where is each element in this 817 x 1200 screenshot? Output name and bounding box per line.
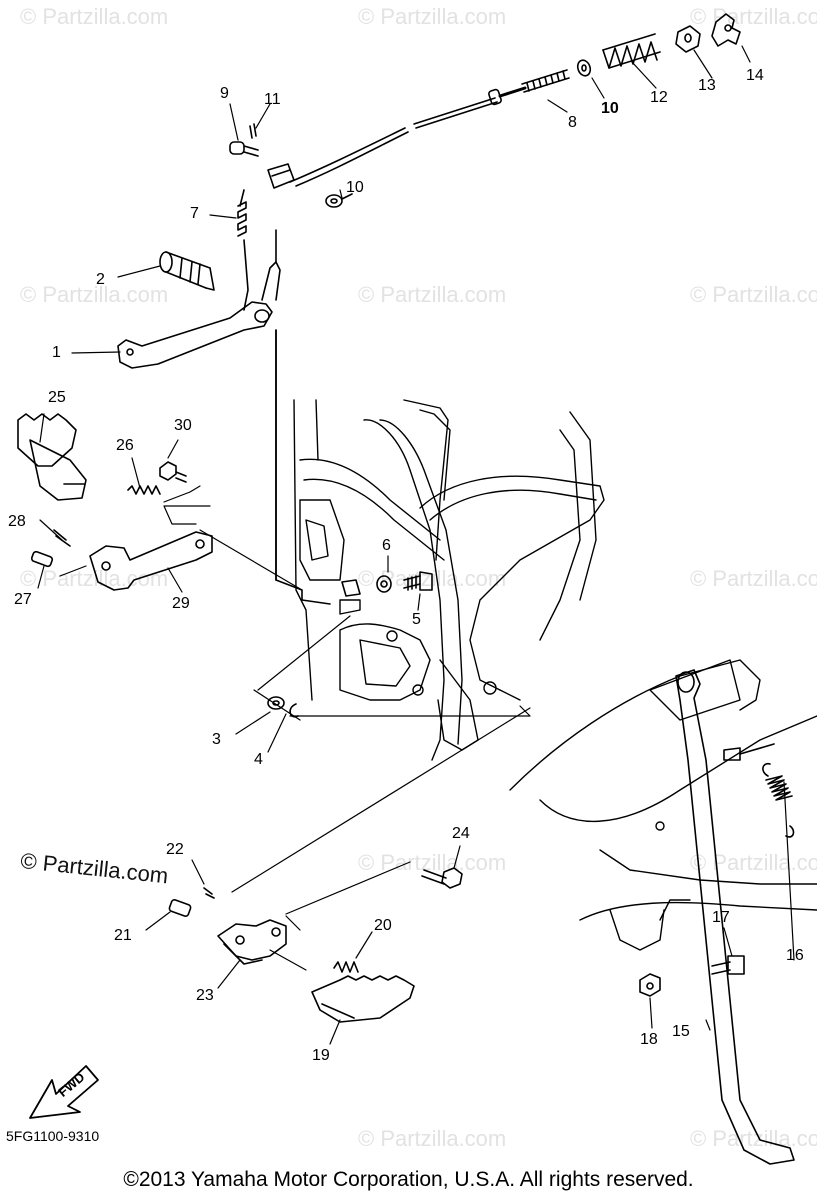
callout-19: 19 [312, 1047, 330, 1064]
callout-10: 10 [346, 179, 364, 196]
watermark: © Partzilla.com [690, 566, 817, 591]
forward-direction-indicator: FWD [28, 1058, 108, 1125]
callout-23: 23 [196, 987, 214, 1004]
callout-24: 24 [452, 825, 470, 842]
brake-cable [289, 127, 406, 183]
callout-7: 7 [190, 205, 199, 222]
watermark: © Partzilla.com [690, 850, 817, 875]
watermark: © Partzilla.com [20, 282, 169, 307]
footrest-mount [217, 919, 287, 961]
callout-9: 9 [220, 85, 229, 102]
watermark: © Partzilla.com [690, 1126, 817, 1151]
callout-20: 20 [374, 917, 392, 934]
callout-2: 2 [96, 271, 105, 288]
callout-5: 5 [412, 611, 421, 628]
fwd-arrow-icon: FWD [29, 1065, 99, 1119]
callout-26: 26 [116, 437, 134, 454]
callout-12: 12 [650, 89, 668, 106]
watermark: © Partzilla.com [358, 850, 507, 875]
callout-11: 11 [264, 91, 281, 108]
callout-14: 14 [746, 67, 764, 84]
callout-18: 18 [640, 1031, 658, 1048]
callout-22: 22 [166, 841, 184, 858]
watermark: © Partzilla.com [690, 4, 817, 29]
cable-adjuster-thread [521, 69, 570, 93]
watermark: © Partzilla.com [690, 282, 817, 307]
copyright-notice: ©2013 Yamaha Motor Corporation, U.S.A. A… [123, 1168, 694, 1191]
brake-pedal [117, 301, 273, 369]
callout-17: 17 [712, 909, 730, 926]
diagram-code: 5FG1100-9310 [6, 1128, 100, 1144]
callout-28: 28 [8, 513, 26, 530]
watermark: © Partzilla.com [358, 4, 507, 29]
callout-15: 15 [672, 1023, 690, 1040]
callout-27: 27 [14, 591, 32, 608]
callout-3: 3 [212, 731, 221, 748]
callout-25: 25 [48, 389, 66, 406]
footrest-peg [17, 413, 77, 467]
side-stand [675, 669, 795, 1165]
watermark: © Partzilla.com [358, 282, 507, 307]
callout-1: 1 [52, 344, 61, 361]
callout-30: 30 [174, 417, 192, 434]
frame [293, 399, 605, 761]
callout-10-top: 10 [601, 100, 619, 117]
callout-16: 16 [786, 947, 804, 964]
callout-8: 8 [568, 114, 577, 131]
callout-29: 29 [172, 595, 190, 612]
callout-21: 21 [114, 927, 132, 944]
watermark: © Partzilla.com [358, 1126, 507, 1151]
callout-4: 4 [254, 751, 263, 768]
watermark: © Partzilla.com [20, 4, 169, 29]
callout-6: 6 [382, 537, 391, 554]
footrest-bracket [89, 531, 213, 591]
callout-13: 13 [698, 77, 716, 94]
